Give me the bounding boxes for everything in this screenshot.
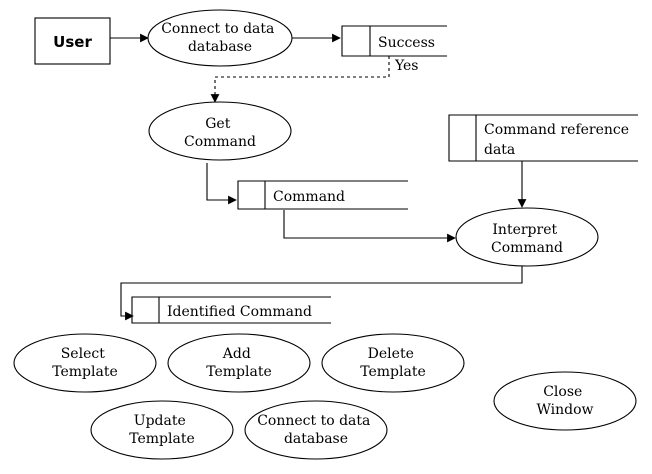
process-update-template: Update Template — [90, 400, 234, 460]
process-label-line-1: Select — [61, 346, 105, 362]
store-command-reference: Command reference data — [448, 114, 638, 162]
process-label: Add Template — [206, 346, 272, 380]
flows — [110, 33, 527, 321]
process-label-line-1: Interpret — [492, 222, 557, 238]
store-label: Command — [273, 189, 345, 205]
user-box — [34, 17, 111, 65]
store-label: Command reference data — [484, 122, 633, 158]
store-outline — [341, 25, 447, 57]
process-ellipse — [167, 333, 311, 393]
store-label-line-2: data — [484, 142, 515, 158]
store-command: Command — [237, 180, 408, 210]
process-ellipse — [493, 371, 637, 431]
user-label: User — [53, 33, 92, 51]
process-delete-template: Delete Template — [321, 333, 465, 393]
process-label-line-2: Template — [129, 431, 195, 447]
process-connect-database-top: Connect to data database — [147, 9, 293, 67]
process-label-line-1: Add — [222, 346, 251, 362]
process-ellipse — [244, 400, 388, 460]
process-label-line-2: database — [188, 39, 252, 55]
store-label: Identified Command — [167, 304, 312, 320]
store-outline — [131, 296, 331, 324]
process-label-line-1: Connect to data — [257, 413, 370, 429]
process-label-line-2: Template — [206, 364, 272, 380]
process-select-template: Select Template — [13, 333, 157, 393]
process-label-line-2: Template — [360, 364, 426, 380]
process-label: Connect to data database — [161, 21, 279, 55]
process-label-line-2: Command — [184, 134, 256, 150]
store-label-line-1: Command reference — [484, 122, 629, 138]
process-label-line-1: Close — [543, 384, 582, 400]
flow-get-command-to-command-store — [206, 163, 237, 205]
flow-interpret-to-identified-command — [120, 266, 523, 321]
process-label: Connect to data database — [257, 413, 375, 447]
store-label: Success — [378, 35, 435, 51]
process-label: Update Template — [129, 413, 195, 447]
user-entity: User — [34, 17, 111, 65]
process-label-line-1: Update — [134, 413, 186, 429]
process-close-window: Close Window — [493, 371, 637, 431]
process-connect-database-bottom: Connect to data database — [244, 400, 388, 460]
process-get-command: Get Command — [148, 101, 292, 161]
flow-success-to-get-command — [210, 56, 390, 103]
process-label: Interpret Command — [491, 222, 563, 256]
store-identified-command: Identified Command — [131, 296, 331, 324]
process-ellipse — [321, 333, 465, 393]
process-label-line-2: database — [284, 431, 348, 447]
process-label: Get Command — [184, 116, 256, 150]
process-label-line-2: Window — [536, 402, 593, 418]
process-label-line-1: Connect to data — [161, 21, 274, 37]
process-label: Close Window — [536, 384, 593, 418]
process-ellipse — [13, 333, 157, 393]
process-add-template: Add Template — [167, 333, 311, 393]
store-outline — [237, 180, 408, 210]
process-label-line-1: Get — [205, 116, 230, 132]
process-ellipse — [455, 207, 599, 267]
process-label-line-2: Command — [491, 240, 563, 256]
process-label: Select Template — [52, 346, 118, 380]
flow-command-store-to-interpret — [283, 210, 456, 243]
process-label-line-1: Delete — [368, 346, 414, 362]
process-ellipse — [148, 101, 292, 161]
flow-label-yes: Yes — [394, 58, 419, 74]
process-ellipse — [90, 400, 234, 460]
process-label: Delete Template — [360, 346, 426, 380]
process-label-line-2: Template — [52, 364, 118, 380]
store-success: Success — [341, 25, 447, 57]
store-outline — [448, 114, 638, 162]
process-interpret-command: Interpret Command — [455, 207, 599, 267]
process-ellipse — [147, 9, 293, 67]
